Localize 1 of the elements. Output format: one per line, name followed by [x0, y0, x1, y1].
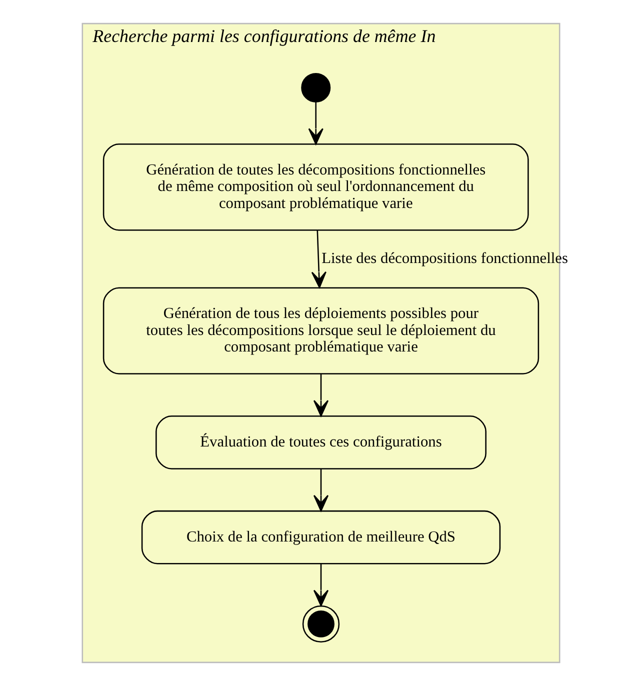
edge-label: Liste des décompositions fonctionnelles: [321, 250, 568, 267]
